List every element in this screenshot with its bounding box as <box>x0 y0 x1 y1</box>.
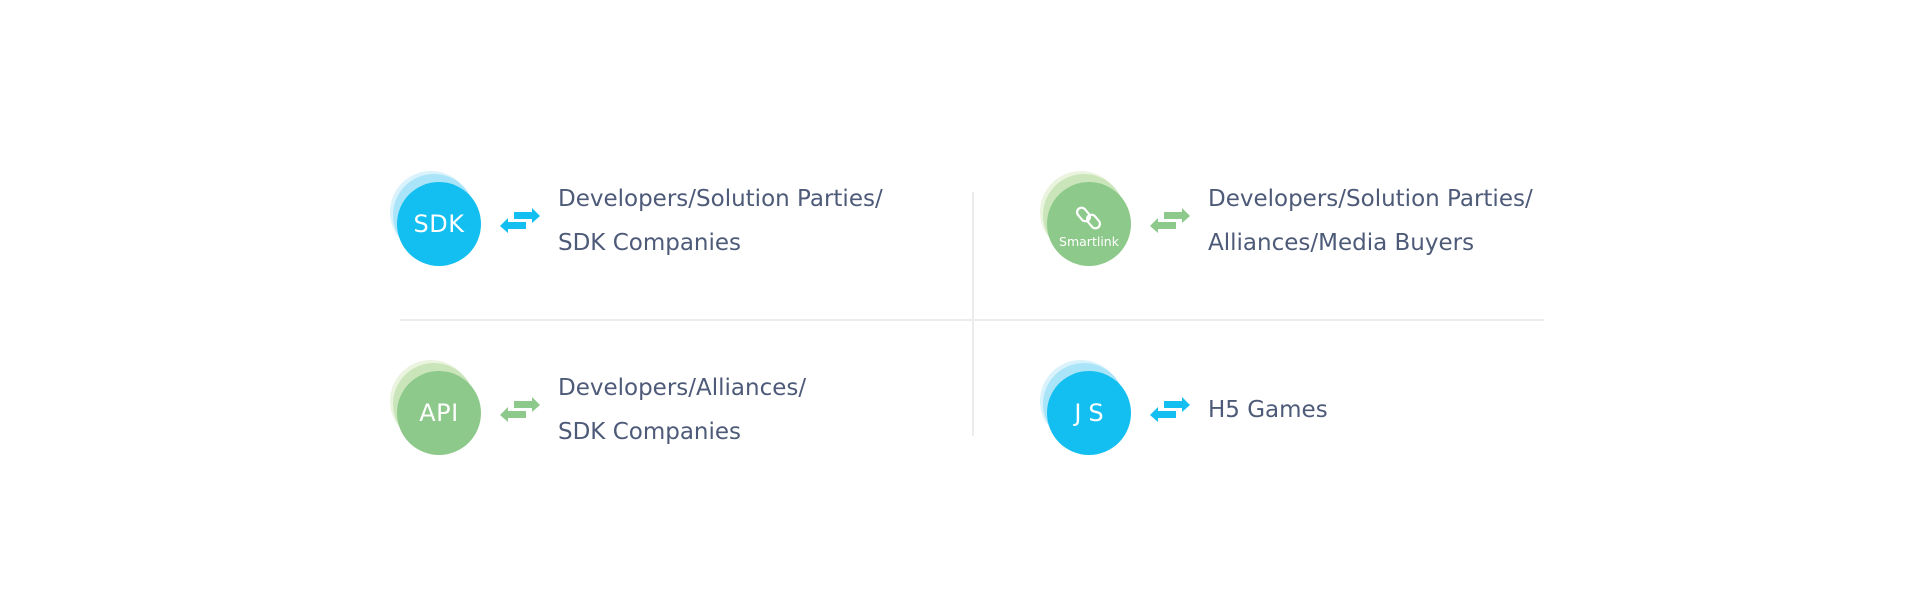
smartlink-badge: Smartlink <box>1040 168 1132 268</box>
vertical-divider <box>972 192 974 436</box>
js-description: H5 Games <box>1208 388 1328 432</box>
sdk-badge: SDK <box>390 168 482 268</box>
description-line: Alliances/Media Buyers <box>1208 230 1475 256</box>
sdk-description: Developers/Solution Parties/ SDK Compani… <box>558 177 883 265</box>
api-badge-label: API <box>419 399 459 427</box>
description-line: Developers/Alliances/ <box>558 375 807 401</box>
api-description: Developers/Alliances/ SDK Companies <box>558 366 806 454</box>
swap-arrows-icon <box>500 208 540 233</box>
smartlink-badge-label: Smartlink <box>1059 233 1119 249</box>
sdk-badge-label: SDK <box>413 210 465 238</box>
description-line: SDK Companies <box>558 419 742 445</box>
js-badge-label: JS <box>1074 399 1111 427</box>
integration-item-sdk: SDK Developers/Solution Parties/ SDK Com… <box>390 168 910 278</box>
description-line: H5 Games <box>1208 397 1328 423</box>
swap-arrows-icon <box>1150 397 1190 422</box>
integration-item-smartlink: Smartlink Developers/Solution Parties/ A… <box>1040 168 1560 278</box>
api-badge: API <box>390 357 482 457</box>
integration-item-api: API Developers/Alliances/ SDK Companies <box>390 357 910 467</box>
smartlink-description: Developers/Solution Parties/ Alliances/M… <box>1208 177 1533 265</box>
description-line: SDK Companies <box>558 230 742 256</box>
swap-arrows-icon <box>1150 208 1190 233</box>
description-line: Developers/Solution Parties/ <box>1208 186 1533 212</box>
integration-item-js: JS H5 Games <box>1040 357 1560 467</box>
js-badge: JS <box>1040 357 1132 457</box>
description-line: Developers/Solution Parties/ <box>558 186 883 212</box>
link-icon <box>1075 206 1102 230</box>
swap-arrows-icon <box>500 397 540 422</box>
